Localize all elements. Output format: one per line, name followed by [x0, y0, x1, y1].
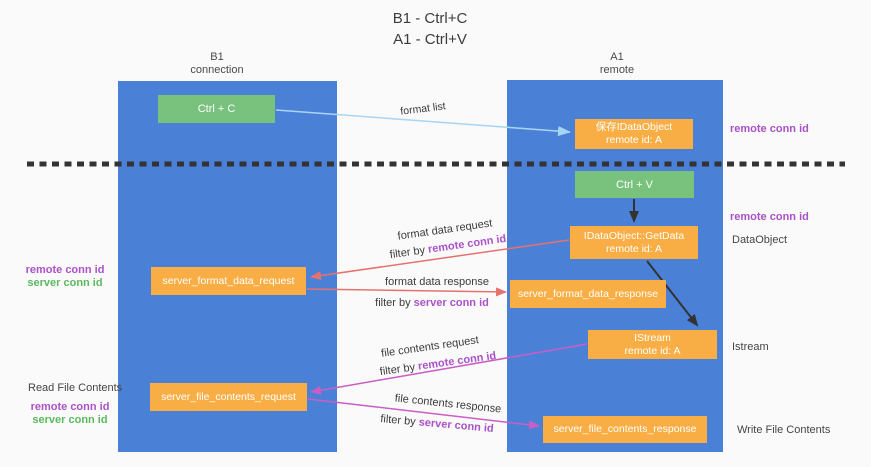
server-conn-id-text: server conn id — [413, 297, 489, 309]
lane-b1-subtitle: connection — [190, 64, 244, 76]
lane-header-a1: A1 remote — [567, 51, 667, 77]
remote-conn-id-text: remote conn id — [417, 349, 497, 373]
server-file-contents-request-label: server_file_contents_request — [161, 390, 296, 403]
istream-line1: IStream — [634, 331, 671, 344]
server-conn-id-left-1: server conn id — [27, 277, 103, 289]
node-server-format-data-response: server_format_data_response — [510, 280, 666, 308]
left-conn-id-stack-top: remote conn id server conn id — [20, 264, 110, 290]
filter-by-text: filter by — [379, 413, 420, 429]
title-line-1: B1 - Ctrl+C — [392, 10, 468, 27]
server-file-contents-response-label: server_file_contents_response — [553, 423, 697, 435]
node-ctrl-v: Ctrl + V — [575, 171, 694, 198]
node-server-format-data-request: server_format_data_request — [151, 267, 306, 295]
format-list-label: format list — [399, 100, 447, 118]
filter-by-text: filter by — [389, 243, 429, 262]
diagram-title: B1 - Ctrl+C A1 - Ctrl+V — [330, 8, 530, 50]
file-contents-response-label: file contents response — [394, 392, 502, 416]
filter-by-text: filter by — [375, 297, 414, 309]
format-data-response-label: format data response — [385, 276, 489, 288]
server-conn-id-left-2: server conn id — [32, 414, 108, 426]
filter-by-text: filter by — [379, 360, 419, 379]
lane-a1-name: A1 — [610, 51, 624, 63]
server-conn-id-text: server conn id — [418, 416, 495, 435]
lane-a1-subtitle: remote — [599, 64, 635, 76]
node-save-idataobject: 保存IDataObject remote id: A — [575, 119, 693, 149]
istream-margin-label: Istream — [732, 341, 769, 353]
save-idataobject-line1: 保存IDataObject — [595, 121, 673, 133]
format-data-response-filter-label: filter by server conn id — [375, 297, 489, 309]
read-file-contents-label: Read File Contents — [28, 382, 123, 394]
title-line-2: A1 - Ctrl+V — [393, 31, 467, 48]
istream-line2: remote id: A — [624, 344, 681, 357]
ctrl-v-label: Ctrl + V — [616, 178, 653, 191]
write-file-contents-label: Write File Contents — [737, 424, 831, 436]
node-ctrl-c: Ctrl + C — [158, 95, 275, 123]
save-idataobject-line2: remote id: A — [605, 134, 663, 146]
getdata-line1: IDataObject::GetData — [583, 229, 685, 242]
remote-conn-id-margin-mid: remote conn id — [730, 211, 809, 223]
remote-conn-id-margin-top: remote conn id — [730, 123, 809, 135]
node-server-file-contents-response: server_file_contents_response — [543, 416, 707, 443]
node-idataobject-getdata: IDataObject::GetData remote id: A — [570, 226, 698, 259]
server-format-data-request-label: server_format_data_request — [162, 274, 295, 287]
remote-conn-id-left-2: remote conn id — [30, 401, 110, 413]
server-format-data-response-label: server_format_data_response — [517, 287, 659, 300]
dataobject-margin-label: DataObject — [732, 234, 788, 246]
remote-conn-id-left-1: remote conn id — [25, 264, 105, 276]
node-istream: IStream remote id: A — [588, 330, 717, 359]
lane-b1-name: B1 — [210, 51, 224, 63]
node-server-file-contents-request: server_file_contents_request — [150, 383, 307, 411]
ctrl-c-label: Ctrl + C — [197, 103, 236, 115]
left-conn-id-stack-bottom: remote conn id server conn id — [25, 401, 115, 427]
file-contents-response-filter-label: filter by server conn id — [380, 413, 494, 435]
getdata-line2: remote id: A — [605, 242, 663, 255]
lane-header-b1: B1 connection — [167, 51, 267, 77]
